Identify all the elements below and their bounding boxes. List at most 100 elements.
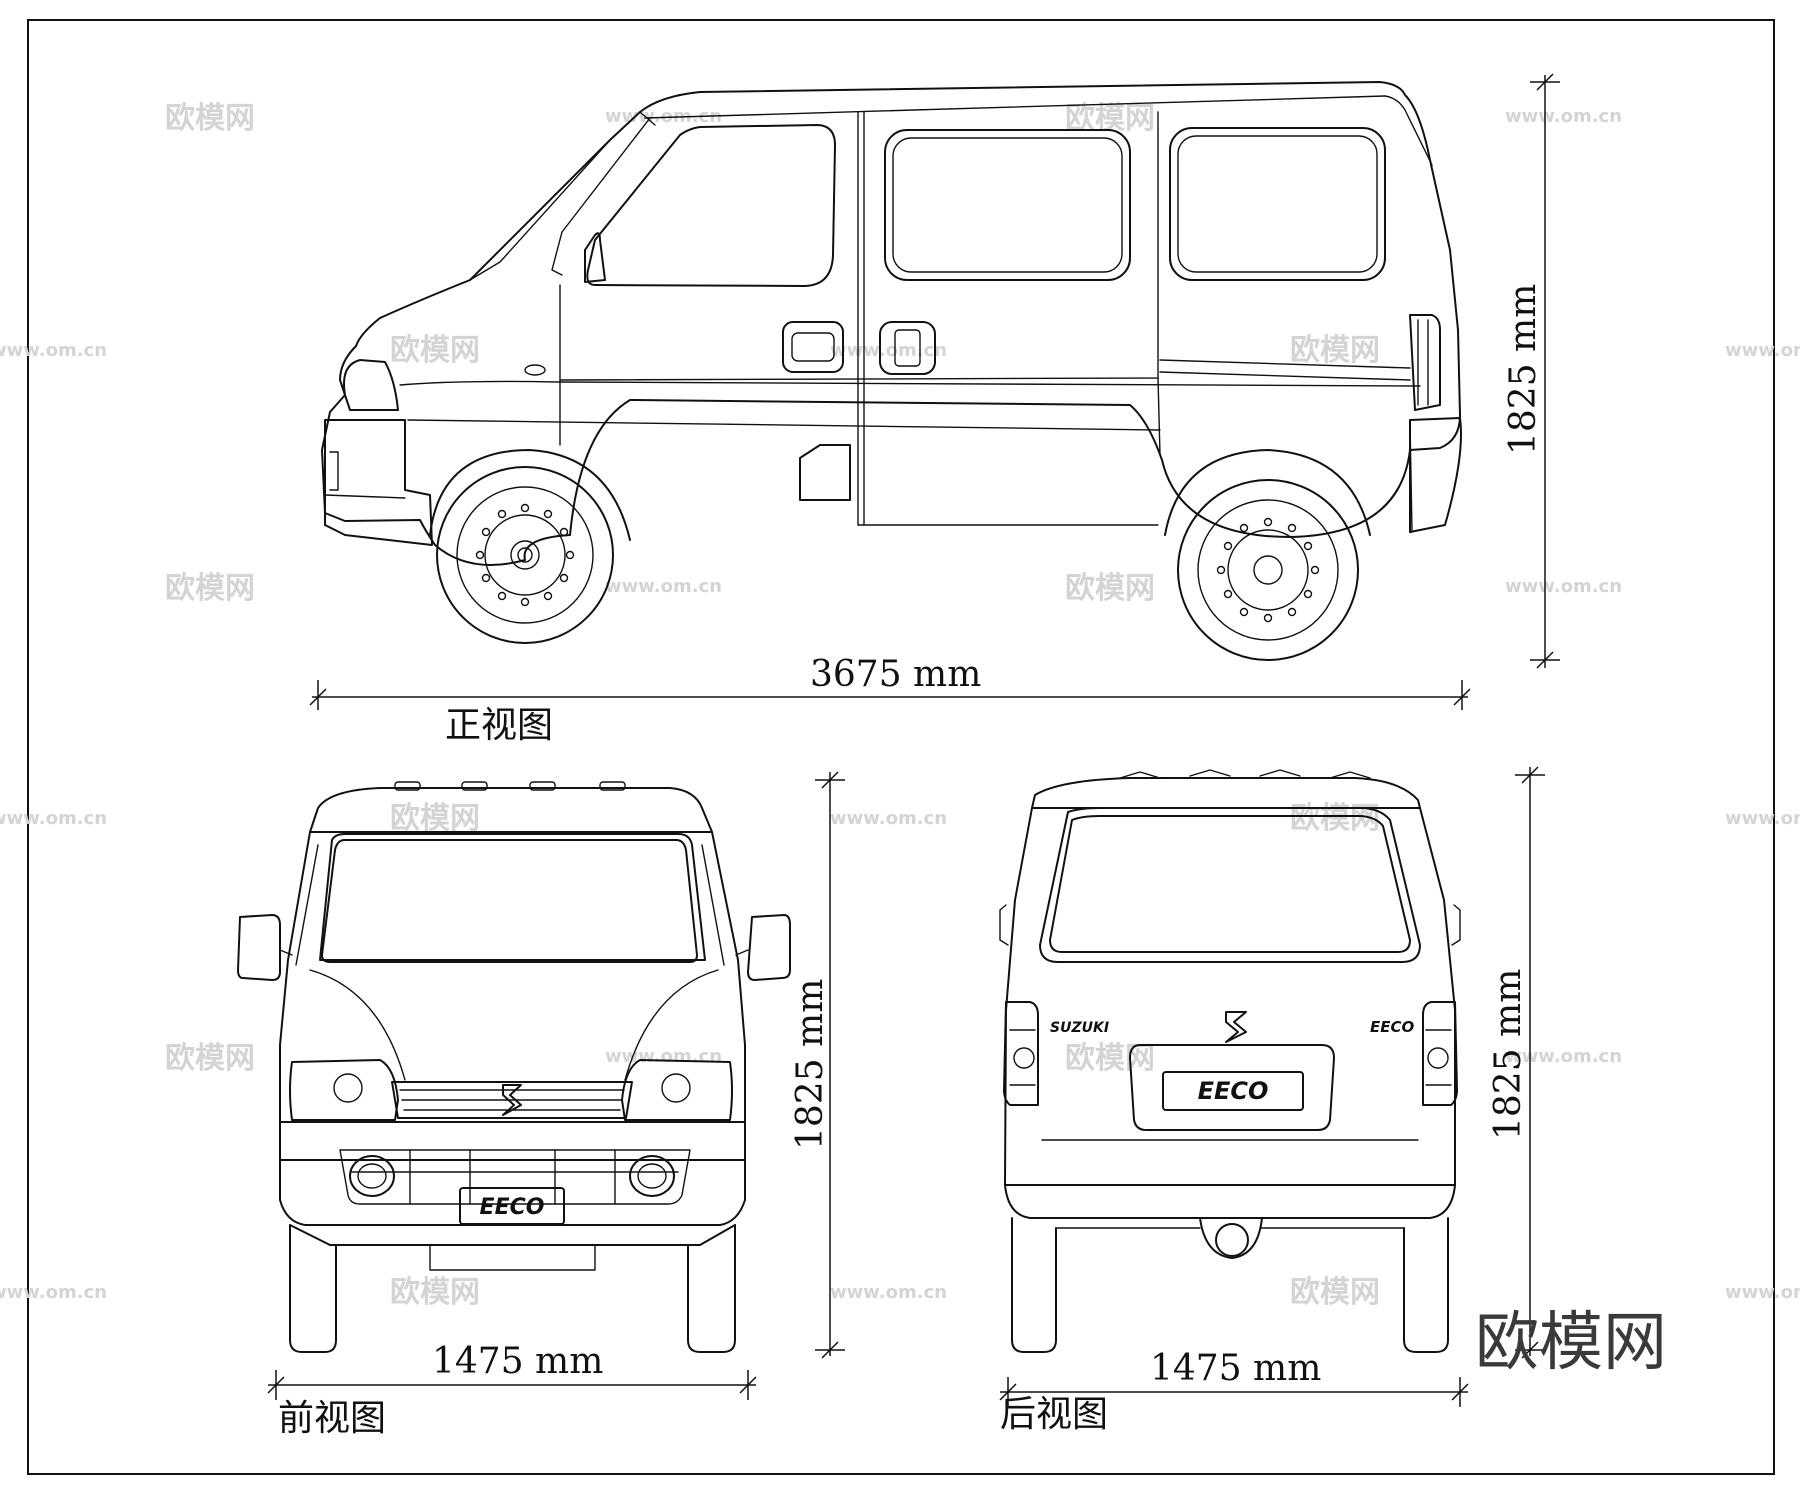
rear-right-lamp-lens (1427, 1047, 1449, 1069)
side-rear-lamp-segments (1417, 319, 1429, 406)
side-roof-rail (644, 95, 1386, 119)
front-underbody (289, 1224, 736, 1246)
front-height-label: 1825 mm (790, 979, 831, 1150)
side-a-pillar-inner (551, 117, 651, 276)
rear-roof (1031, 777, 1421, 809)
rear-plate (1162, 1071, 1304, 1111)
front-windshield (321, 839, 698, 963)
front-width-label: 1475 mm (432, 1341, 603, 1382)
watermark-logo: 欧模网 (1290, 333, 1380, 368)
side-front-wheel (436, 466, 614, 644)
front-grille (391, 1081, 633, 1119)
front-right-tire (687, 1224, 736, 1353)
rear-height-dimension (1515, 766, 1545, 1359)
side-view-caption: 正视图 (445, 705, 553, 746)
rear-width-dimension (999, 1377, 1469, 1407)
side-height-label: 1825 mm (1503, 284, 1544, 455)
suzuki-logo-icon (1225, 1011, 1247, 1043)
side-front-door-window (586, 124, 836, 287)
side-marker-lamp (524, 364, 546, 376)
rear-view: SUZUKI EECO EECO 1475 mm (999, 766, 1545, 1435)
rear-right-tire (1403, 1217, 1449, 1353)
watermark-url: www.om.cn (605, 576, 722, 597)
watermark-url: www.om.cn (605, 106, 722, 127)
rear-model-badge: EECO (1370, 1018, 1415, 1036)
rear-exhaust (1215, 1223, 1249, 1257)
side-body-outline (321, 81, 1461, 566)
side-length-dimension (309, 680, 1471, 710)
front-roof-bumps (394, 781, 626, 791)
front-left-headlamp (289, 1059, 399, 1121)
watermark-url: www.om.cn (830, 340, 947, 361)
front-hood-creases (309, 969, 719, 1081)
front-plate (459, 1187, 565, 1225)
front-left-foglamp-lens (357, 1163, 387, 1189)
rear-left-tire (1011, 1217, 1057, 1353)
side-middle-window (884, 129, 1131, 281)
rear-window-frame (1039, 807, 1421, 963)
watermark-logo: 欧模网 (1290, 801, 1380, 836)
side-rear-lamp (1409, 314, 1441, 411)
front-lower-intake (339, 1149, 691, 1205)
front-right-foglamp-lens (637, 1163, 667, 1189)
side-height-dimension (1530, 73, 1560, 669)
watermark-logo: 欧模网 (165, 571, 255, 606)
side-rear-bumper (1409, 417, 1462, 533)
watermark-logo: 欧模网 (1065, 571, 1155, 606)
side-mirror (584, 232, 606, 283)
front-plate-text: EECO (480, 1195, 545, 1220)
rear-mirror-edges (999, 904, 1461, 946)
front-height-dimension (815, 771, 845, 1359)
front-left-tire (289, 1224, 337, 1353)
side-bumper-line (324, 494, 406, 499)
front-bumper (279, 1121, 746, 1226)
side-rear-corner (1409, 419, 1413, 533)
side-rocker-line (407, 419, 1161, 431)
watermark-logo: 欧模网 (165, 101, 255, 136)
watermark-url: www.om.cn (1505, 1046, 1622, 1067)
side-door-pillar (857, 111, 865, 526)
rear-height-label: 1825 mm (1488, 969, 1529, 1140)
rear-left-lamp-lens (1013, 1047, 1035, 1069)
watermark-url: www.om.cn (1725, 808, 1800, 829)
rear-roof-bumps (1119, 769, 1371, 779)
rear-bumper (1004, 1184, 1456, 1219)
watermark-url: www.om.cn (605, 1046, 722, 1067)
front-right-mirror (747, 914, 791, 981)
rear-brand-badge: SUZUKI (1050, 1020, 1109, 1036)
watermark-logo: 欧模网 (165, 1041, 255, 1076)
side-view: 3675 mm 1825 mm 正视图 (309, 73, 1560, 746)
watermark-logo: 欧模网 (390, 1275, 480, 1310)
rear-left-lamp-segments (1009, 1029, 1036, 1086)
watermark-logo: 欧模网 (1065, 1041, 1155, 1076)
front-left-mirror-arm (279, 949, 293, 956)
watermark-url: www.om.cn (0, 340, 107, 361)
side-stripe (1159, 359, 1411, 381)
rear-plate-recess (1129, 1044, 1335, 1131)
rear-right-lamp-segments (1425, 1029, 1452, 1086)
front-right-headlamp (621, 1059, 733, 1121)
side-rear-window (1169, 127, 1386, 281)
front-intake-bars (351, 1149, 679, 1205)
watermark-url: www.om.cn (1505, 106, 1622, 127)
front-body-outline (279, 831, 746, 1161)
front-a-pillars (295, 844, 725, 966)
side-slide-door-handle-inner (894, 329, 921, 367)
watermark-url: www.om.cn (1725, 1282, 1800, 1303)
side-rear-wheel (1177, 479, 1359, 661)
side-front-door-handle-inner (791, 332, 835, 362)
front-right-foglamp (629, 1155, 675, 1197)
brand-logo: 欧模网 (1475, 1306, 1667, 1380)
front-left-foglamp (349, 1155, 395, 1197)
side-middle-window-inner (892, 137, 1123, 273)
watermark-url: www.om.cn (830, 1282, 947, 1303)
front-right-mirror-arm (735, 949, 749, 956)
front-windshield-frame (319, 833, 706, 961)
front-roof (309, 787, 713, 833)
rear-window (1049, 815, 1411, 953)
watermark-url: www.om.cn (830, 808, 947, 829)
rear-width-label: 1475 mm (1150, 1348, 1321, 1389)
side-lower-crease (559, 377, 1161, 456)
watermark-logo: 欧模网 (390, 801, 480, 836)
watermark-url: www.om.cn (1725, 340, 1800, 361)
